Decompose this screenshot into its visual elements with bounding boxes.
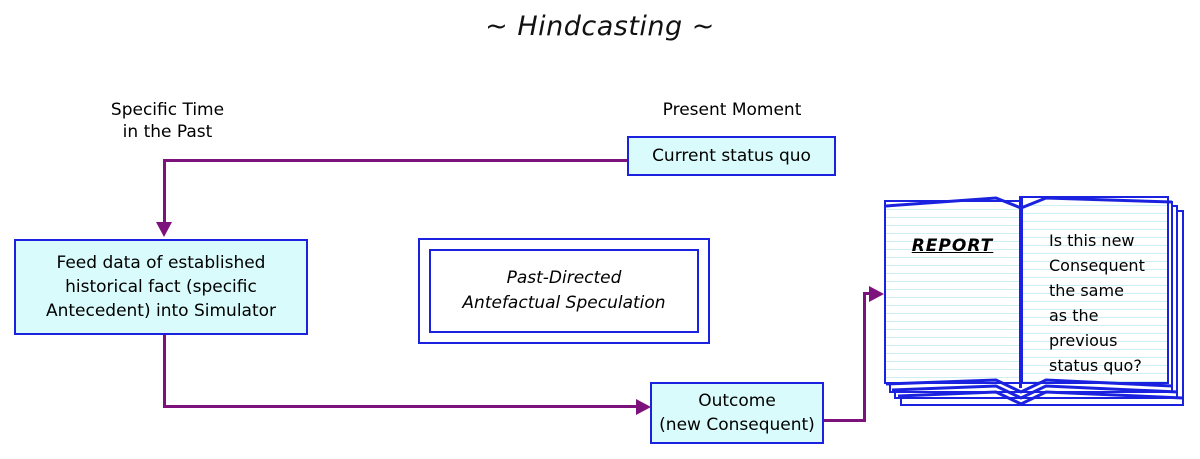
- arrowhead-into-report-book: [869, 286, 884, 302]
- arrowhead-into-outcome-box: [636, 399, 651, 415]
- book-left-page: REPORT: [884, 200, 1021, 384]
- connector-feed-vertical: [163, 335, 166, 408]
- connector-status-quo-vertical: [163, 159, 166, 223]
- box-outcome-new-consequent: Outcome (new Consequent): [650, 382, 824, 444]
- ruled-lines-left: [886, 202, 1019, 382]
- report-heading: REPORT: [911, 236, 994, 256]
- connector-status-quo-horizontal: [163, 159, 627, 162]
- report-question-text: Is this new Consequent the same as the p…: [1049, 231, 1145, 375]
- diagram-title: ~ Hindcasting ~: [485, 11, 715, 42]
- label-specific-time-in-the-past: Specific Time in the Past: [110, 100, 225, 142]
- book-right-page: Is this new Consequent the same as the p…: [1021, 196, 1169, 384]
- connector-outcome-exit-horizontal: [824, 419, 866, 422]
- box-past-directed-antefactual-speculation: Past-Directed Antefactual Speculation: [429, 249, 699, 333]
- ruled-lines-right: [1023, 198, 1167, 382]
- label-present-moment: Present Moment: [662, 100, 802, 120]
- connector-feed-to-outcome-horizontal: [163, 405, 637, 408]
- report-book: REPORT Is this new Consequent the same a…: [884, 196, 1184, 406]
- book-spine: [1019, 196, 1022, 388]
- arrowhead-into-feed-box: [156, 222, 172, 237]
- connector-outcome-vertical: [863, 292, 866, 422]
- box-current-status-quo: Current status quo: [627, 136, 836, 176]
- box-speculation-outer-frame: Past-Directed Antefactual Speculation: [418, 238, 710, 344]
- box-feed-data-simulator: Feed data of established historical fact…: [14, 239, 308, 335]
